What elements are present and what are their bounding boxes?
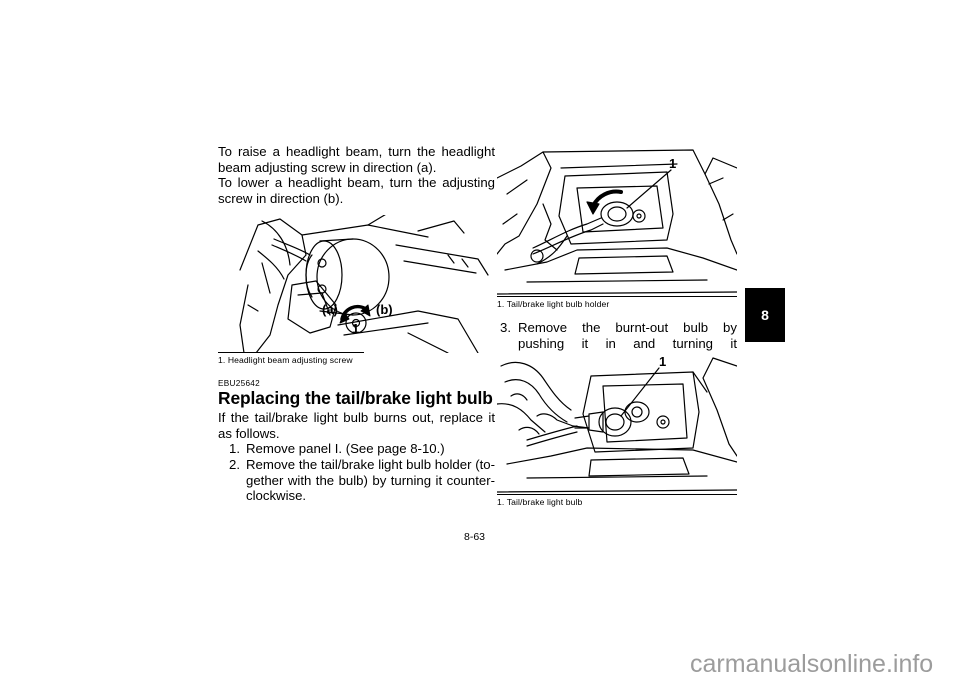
headlight-figure: (a) (b) 1 (218, 215, 495, 353)
step-3: 3. Remove the burnt-out bulb by pushing … (500, 320, 737, 366)
label-1-left: 1 (352, 321, 359, 336)
step-2-text: Remove the tail/brake light bulb holder … (246, 457, 495, 503)
intro-paragraph-raise: To raise a headlight beam, turn the head… (218, 144, 495, 175)
step-2-number: 2. (229, 457, 240, 472)
right-top-figure-caption: 1. Tail/brake light bulb holder (497, 299, 610, 309)
chapter-tab: 8 (745, 288, 785, 342)
label-1-bulb: 1 (659, 354, 666, 369)
step-1-number: 1. (229, 441, 240, 456)
step-1-text: Remove panel I. (See page 8-10.) (246, 441, 445, 456)
bulb-figure: 1 (497, 352, 737, 494)
label-b: (b) (376, 302, 393, 317)
intro-paragraph-lower: To lower a headlight beam, turn the adju… (218, 175, 495, 206)
right-top-caption-rule (497, 296, 737, 297)
bulb-holder-figure: 1 (497, 144, 737, 296)
bulb-holder-illustration: 1 (497, 149, 737, 295)
left-figure-caption: 1. Headlight beam adjusting screw (218, 355, 353, 365)
bulb-illustration: 1 (497, 354, 737, 493)
section-code: EBU25642 (218, 379, 261, 388)
left-column: To raise a headlight beam, turn the head… (218, 144, 495, 206)
right-bottom-caption-rule (497, 494, 737, 495)
page-number: 8-63 (464, 531, 486, 543)
watermark: carmanualsonline.info (690, 650, 934, 678)
step-3-number: 3. (500, 320, 511, 335)
step-2: 2. Remove the tail/brake light bulb hold… (229, 457, 495, 505)
label-a: (a) (322, 302, 338, 317)
headlight-illustration: (a) (b) 1 (239, 215, 489, 353)
step-1: 1. Remove panel I. (See page 8-10.) (229, 441, 495, 457)
label-1-holder: 1 (669, 156, 676, 171)
section-heading: Replacing the tail/brake light bulb (218, 388, 493, 408)
chapter-number: 8 (761, 307, 769, 323)
section-intro: If the tail/brake light bulb burns out, … (218, 410, 495, 441)
right-bottom-figure-caption: 1. Tail/brake light bulb (497, 497, 583, 507)
left-caption-rule (218, 352, 364, 353)
